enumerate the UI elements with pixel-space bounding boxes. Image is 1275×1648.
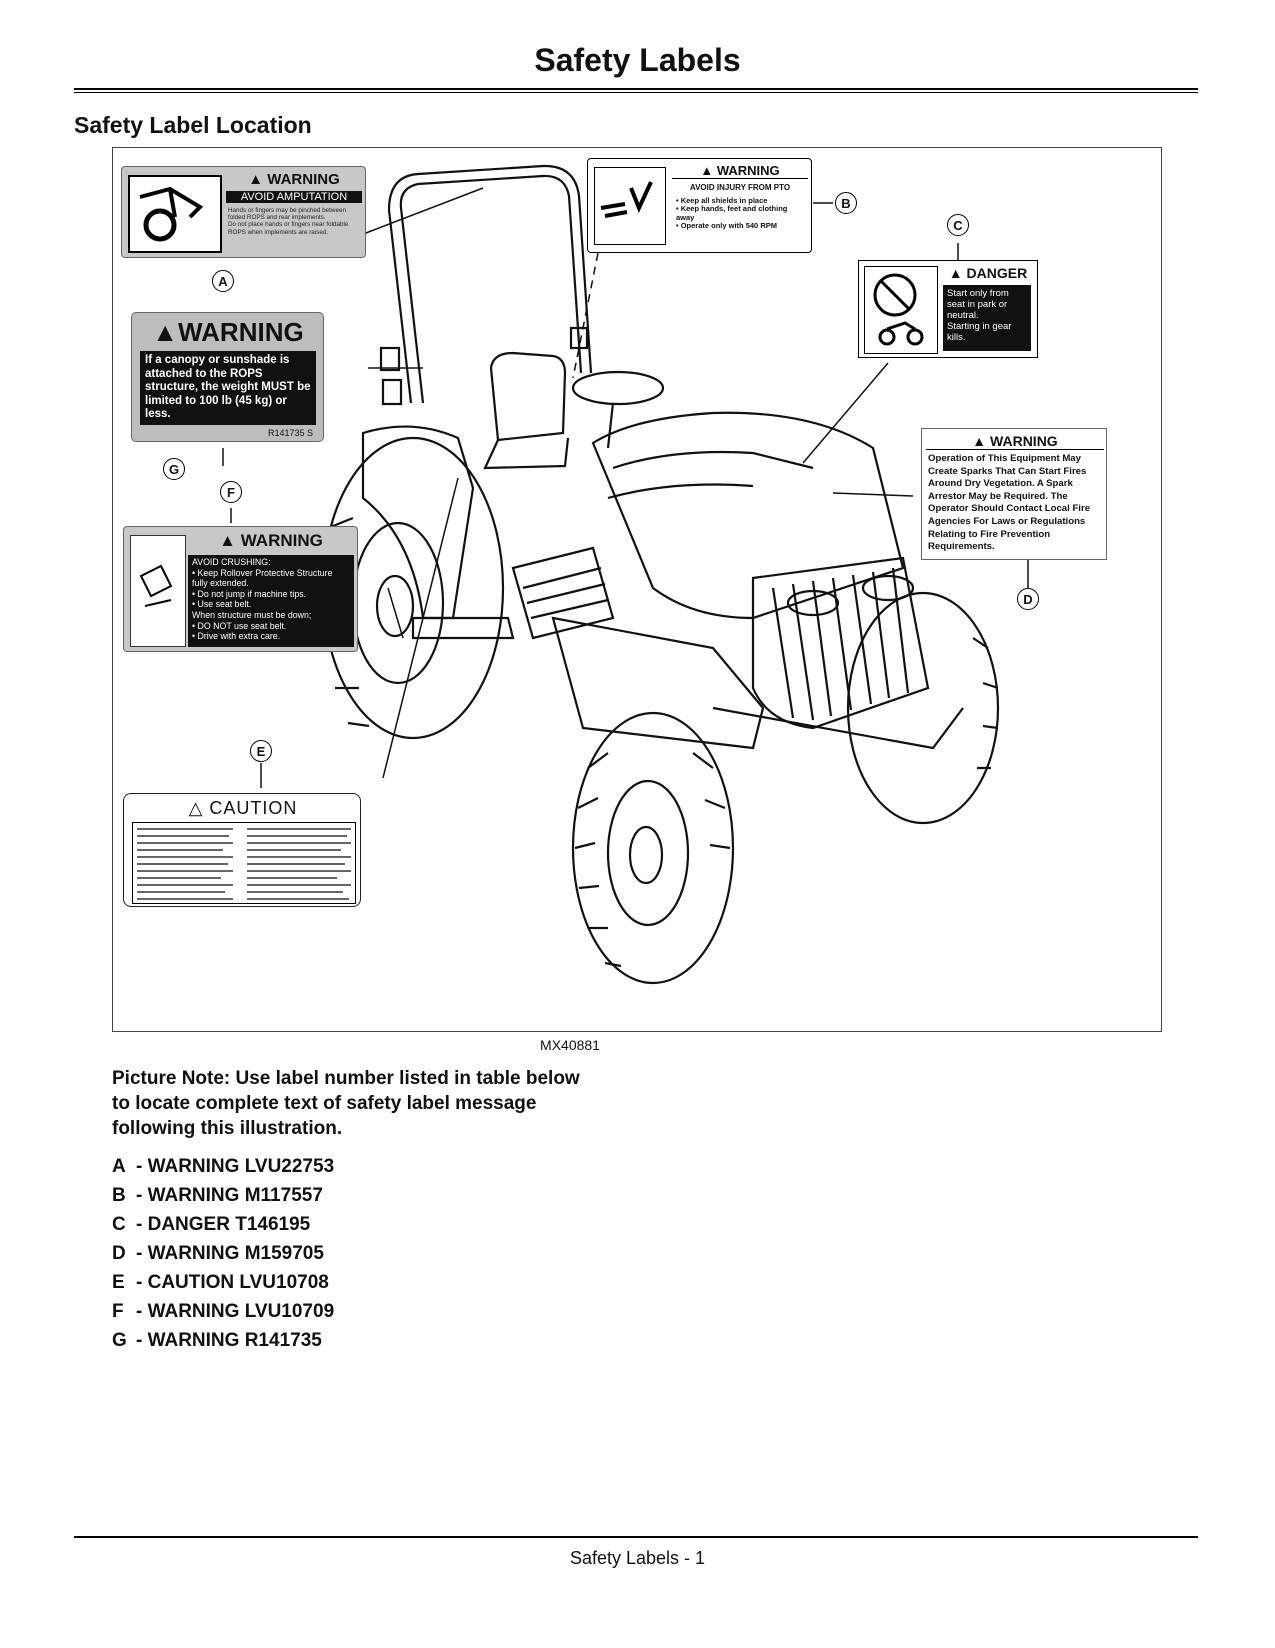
warning-triangle-icon: ▲	[972, 433, 987, 449]
safety-label-list: A- WARNING LVU22753 B- WARNING M117557 C…	[112, 1152, 334, 1355]
start-in-gear-pictogram	[864, 266, 938, 354]
safety-label-e: △ CAUTION	[123, 793, 361, 907]
callout-f: F	[220, 481, 242, 503]
label-c-header: ▲ DANGER	[948, 265, 1028, 281]
caution-triangle-icon: △	[188, 798, 204, 818]
list-item: E- CAUTION LVU10708	[112, 1272, 329, 1293]
callout-d: D	[1017, 588, 1039, 610]
page-title: Safety Labels	[534, 42, 741, 78]
list-item: F- WARNING LVU10709	[112, 1301, 335, 1322]
label-b-subheader: AVOID INJURY FROM PTO	[689, 183, 791, 192]
label-a-body: Hands or fingers may be pinched between …	[228, 207, 349, 236]
picture-note: Picture Note: Use label number listed in…	[112, 1068, 580, 1139]
list-item: C- DANGER T146195	[112, 1214, 311, 1235]
label-a-header: ▲ WARNING	[248, 171, 340, 188]
callout-c: C	[947, 214, 969, 236]
warning-triangle-icon: ▲	[152, 317, 179, 347]
label-g-code: R141735 S	[267, 428, 313, 438]
warning-triangle-icon: ▲	[948, 265, 963, 281]
footer-rule	[74, 1536, 1198, 1538]
safety-label-c: ▲ DANGER Start only from seat in park or…	[858, 260, 1038, 358]
callout-a: A	[212, 270, 234, 292]
label-c-body: Start only from seat in park or neutral.…	[943, 285, 1031, 351]
label-a-subheader: AVOID AMPUTATION	[226, 191, 362, 203]
safety-label-d: ▲ WARNING Operation of This Equipment Ma…	[921, 428, 1107, 560]
warning-triangle-icon: ▲	[219, 531, 236, 550]
warning-triangle-icon: ▲	[248, 171, 264, 188]
label-f-header: ▲ WARNING	[219, 531, 323, 550]
label-e-body-text	[132, 822, 356, 904]
safety-label-f: ▲ WARNING AVOID CRUSHING: • Keep Rollove…	[123, 526, 358, 652]
label-g-body: If a canopy or sunshade is attached to t…	[140, 351, 316, 425]
crushing-pictogram	[130, 535, 186, 647]
safety-label-g: ▲WARNING If a canopy or sunshade is atta…	[131, 312, 324, 442]
tractor-label-illustration: ▲ WARNING AVOID AMPUTATION Hands or fing…	[112, 147, 1162, 1032]
callout-e: E	[250, 740, 272, 762]
label-g-header: ▲WARNING	[152, 317, 304, 347]
amputation-pictogram	[128, 175, 222, 253]
label-f-body: AVOID CRUSHING: • Keep Rollover Protecti…	[188, 555, 354, 647]
label-b-header: ▲ WARNING	[672, 163, 808, 179]
safety-label-b: ▲ WARNING AVOID INJURY FROM PTO • Keep a…	[587, 158, 812, 253]
pto-pictogram	[594, 167, 666, 245]
list-item: D- WARNING M159705	[112, 1243, 324, 1264]
label-d-body: Operation of This Equipment May Create S…	[928, 453, 1091, 553]
callout-b: B	[835, 192, 857, 214]
header-rule	[74, 88, 1198, 93]
figure-id: MX40881	[540, 1037, 600, 1053]
label-b-body: • Keep all shields in place • Keep hands…	[676, 196, 788, 231]
label-d-header: ▲ WARNING	[926, 433, 1104, 450]
callout-g: G	[163, 458, 185, 480]
section-title: Safety Label Location	[74, 112, 312, 138]
warning-triangle-icon: ▲	[700, 163, 714, 178]
list-item: B- WARNING M117557	[112, 1185, 323, 1206]
page-footer: Safety Labels - 1	[569, 1548, 706, 1568]
safety-label-a: ▲ WARNING AVOID AMPUTATION Hands or fing…	[121, 166, 366, 258]
label-e-header: △ CAUTION	[188, 798, 298, 818]
list-item: G- WARNING R141735	[112, 1330, 322, 1351]
list-item: A- WARNING LVU22753	[112, 1156, 335, 1177]
